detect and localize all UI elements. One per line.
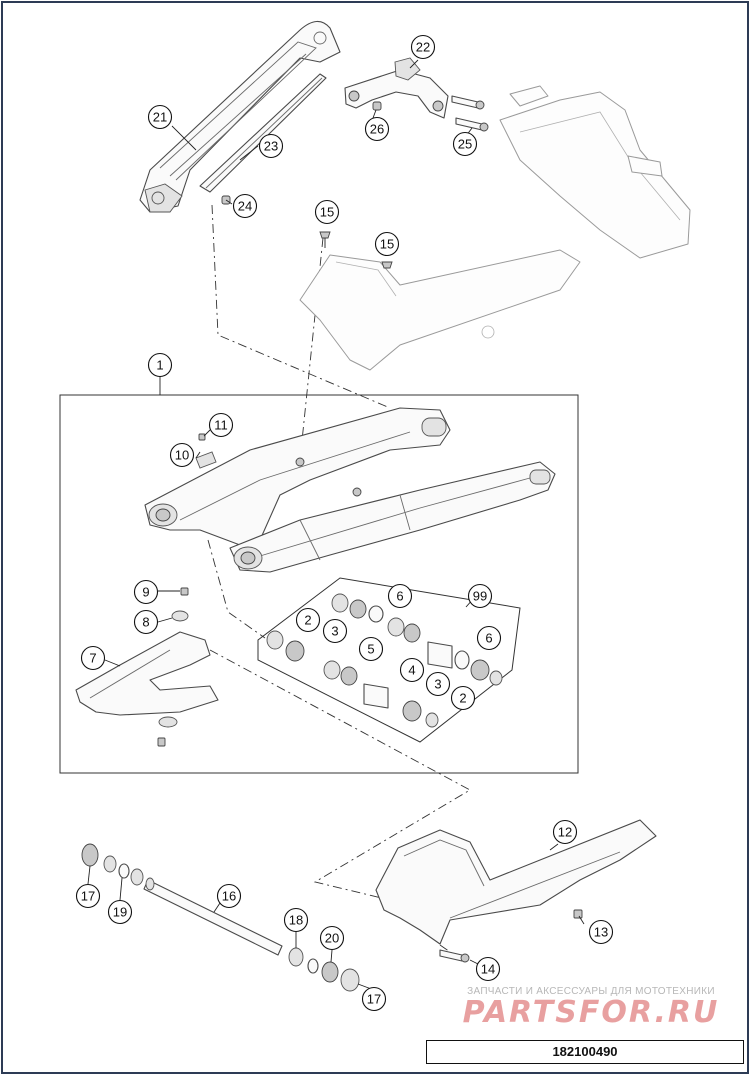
watermark-logo: PARTSFOR.RU: [462, 995, 720, 1030]
callout-1: 1: [147, 352, 173, 378]
callout-17b: 17: [361, 986, 387, 1012]
svg-text:1: 1: [156, 358, 163, 373]
axle-assembly: [81, 843, 360, 992]
callout-12: 12: [552, 819, 578, 845]
callout-3a: 3: [322, 618, 348, 644]
svg-text:15: 15: [380, 237, 394, 252]
callout-2a: 2: [295, 607, 321, 633]
svg-text:2: 2: [459, 691, 466, 706]
svg-text:4: 4: [408, 663, 415, 678]
callout-13: 13: [588, 919, 614, 945]
svg-text:9: 9: [142, 585, 149, 600]
svg-text:26: 26: [370, 122, 384, 137]
swingarm-kit-box: [59, 394, 579, 774]
chain-guard-part: [375, 819, 657, 945]
leader-lines: [87, 59, 585, 991]
svg-text:15: 15: [320, 205, 334, 220]
svg-text:6: 6: [485, 631, 492, 646]
drawing-code: 182100490: [426, 1040, 744, 1064]
callout-11: 11: [208, 412, 234, 438]
callout-24: 24: [232, 193, 258, 219]
callout-15b: 15: [374, 231, 400, 257]
svg-text:16: 16: [222, 889, 236, 904]
svg-text:10: 10: [175, 448, 189, 463]
svg-text:20: 20: [325, 931, 339, 946]
bolt-14-part: [439, 949, 470, 963]
svg-text:14: 14: [481, 962, 495, 977]
callout-6a: 6: [387, 583, 413, 609]
bearing-set: [266, 593, 503, 728]
callout-99: 99: [467, 583, 493, 609]
callout-20: 20: [319, 925, 345, 951]
callout-6b: 6: [476, 625, 502, 651]
callout-4: 4: [399, 657, 425, 683]
svg-text:3: 3: [434, 677, 441, 692]
svg-text:2: 2: [304, 613, 311, 628]
callout-18: 18: [283, 907, 309, 933]
svg-text:6: 6: [396, 589, 403, 604]
svg-text:25: 25: [458, 137, 472, 152]
callout-7: 7: [80, 645, 106, 671]
svg-text:22: 22: [416, 40, 430, 55]
svg-text:24: 24: [238, 199, 252, 214]
callout-15a: 15: [314, 199, 340, 225]
svg-text:5: 5: [367, 642, 374, 657]
svg-text:3: 3: [331, 624, 338, 639]
callout-10: 10: [169, 442, 195, 468]
callout-26: 26: [364, 116, 390, 142]
clip-10-part: [195, 433, 217, 469]
rear-fender-context: [499, 85, 691, 259]
svg-text:21: 21: [153, 110, 167, 125]
screws-15-part: [319, 231, 393, 269]
callout-22: 22: [410, 34, 436, 60]
svg-text:8: 8: [142, 615, 149, 630]
svg-text:7: 7: [89, 651, 96, 666]
callout-8: 8: [133, 609, 159, 635]
callout-21: 21: [147, 104, 173, 130]
callout-9: 9: [133, 579, 159, 605]
svg-text:12: 12: [558, 825, 572, 840]
callout-14: 14: [475, 956, 501, 982]
bolts-25-part: [451, 95, 489, 132]
bracket-part: [344, 57, 449, 119]
svg-text:99: 99: [473, 589, 487, 604]
callout-16: 16: [216, 883, 242, 909]
screw-9-part: [171, 587, 189, 622]
callout-5: 5: [358, 636, 384, 662]
watermark-caption: ЗАПЧАСТИ И АКСЕССУАРЫ ДЛЯ МОТОТЕХНИКИ: [467, 986, 715, 997]
watermark: ЗАПЧАСТИ И АКСЕССУАРЫ ДЛЯ МОТОТЕХНИКИ PA…: [436, 986, 746, 1029]
callout-25: 25: [452, 131, 478, 157]
callout-23: 23: [258, 133, 284, 159]
brace-part: [199, 73, 327, 193]
swingarm-part: [144, 407, 556, 573]
svg-text:19: 19: [113, 905, 127, 920]
callout-2b: 2: [450, 685, 476, 711]
svg-text:17: 17: [81, 889, 95, 904]
callout-17a: 17: [75, 883, 101, 909]
svg-text:23: 23: [264, 139, 278, 154]
callout-3b: 3: [425, 671, 451, 697]
svg-text:13: 13: [594, 925, 608, 940]
svg-text:17: 17: [367, 992, 381, 1007]
svg-text:11: 11: [214, 418, 228, 433]
svg-text:18: 18: [289, 913, 303, 928]
grab-handle-part: [139, 20, 341, 213]
callout-19: 19: [107, 899, 133, 925]
chain-slider-part: [75, 631, 219, 747]
chain-guard-context: [299, 249, 581, 371]
